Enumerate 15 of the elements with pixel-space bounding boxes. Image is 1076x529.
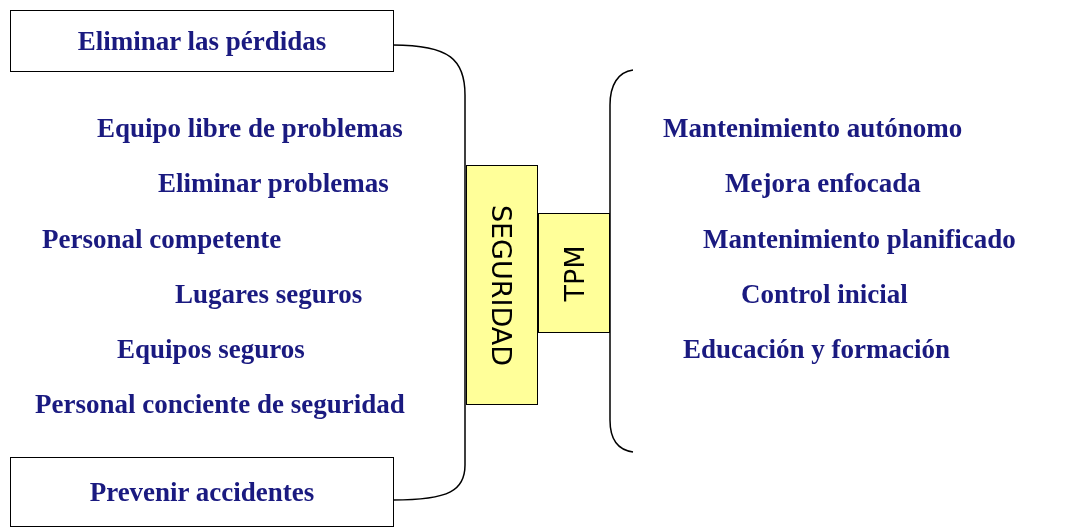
list-item: Equipos seguros [117, 333, 305, 365]
pillar-box: TPM [538, 213, 610, 333]
pillar-item: Control inicial [741, 278, 908, 310]
pillar-item: Mantenimiento planificado [703, 223, 1016, 255]
pillar-box: SEGURIDAD [466, 165, 538, 405]
list-item: Personal conciente de seguridad [35, 388, 405, 420]
list-item: Personal competente [42, 223, 282, 255]
list-item: Lugares seguros [175, 278, 363, 310]
pillar-item: Mejora enfocada [725, 167, 921, 199]
goal-box: Prevenir accidentes [10, 457, 394, 527]
goal-box: Eliminar las pérdidas [10, 10, 394, 72]
list-item: Equipo libre de problemas [97, 112, 403, 144]
pillar-item: Mantenimiento autónomo [663, 112, 963, 144]
list-item: Eliminar problemas [158, 167, 389, 199]
pillar-item: Educación y formación [683, 333, 950, 365]
